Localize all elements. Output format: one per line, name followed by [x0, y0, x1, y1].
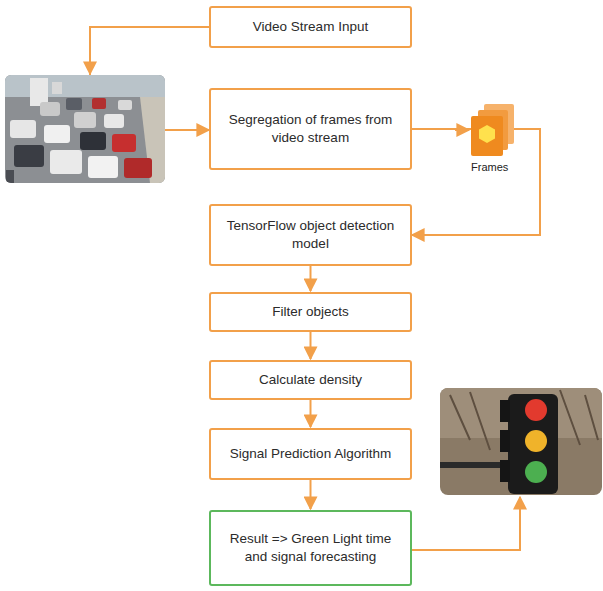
box-text: Result => Green Light time and signal fo…: [225, 530, 396, 566]
flow-arrow: [310, 480, 312, 509]
process-box: Signal Prediction Algorithm: [209, 428, 412, 480]
flow-arrow: [310, 266, 312, 291]
box-text: TensorFlow object detection model: [225, 217, 396, 253]
icon-label: Frames: [471, 161, 508, 173]
process-box: Video Stream Input: [209, 6, 412, 48]
process-box: TensorFlow object detection model: [209, 204, 412, 266]
traffic-photo: [5, 75, 165, 183]
box-text: Segregation of frames from video stream: [225, 111, 396, 147]
process-box: Filter objects: [209, 292, 412, 332]
frames-icon: [471, 104, 514, 156]
traffic-light-photo: [440, 388, 602, 495]
box-text: Filter objects: [272, 303, 349, 321]
box-text: Video Stream Input: [253, 18, 368, 36]
result-box: Result => Green Light time and signal fo…: [209, 510, 412, 586]
process-box: Segregation of frames from video stream: [209, 88, 412, 170]
arrow-head: [455, 129, 469, 131]
output-arrow: [412, 497, 520, 550]
box-text: Signal Prediction Algorithm: [230, 445, 391, 463]
flow-arrow: [310, 332, 312, 359]
arrow-head: [89, 62, 91, 74]
process-box: Calculate density: [209, 360, 412, 400]
box-text: Calculate density: [259, 371, 362, 389]
flow-arrow: [310, 400, 312, 427]
